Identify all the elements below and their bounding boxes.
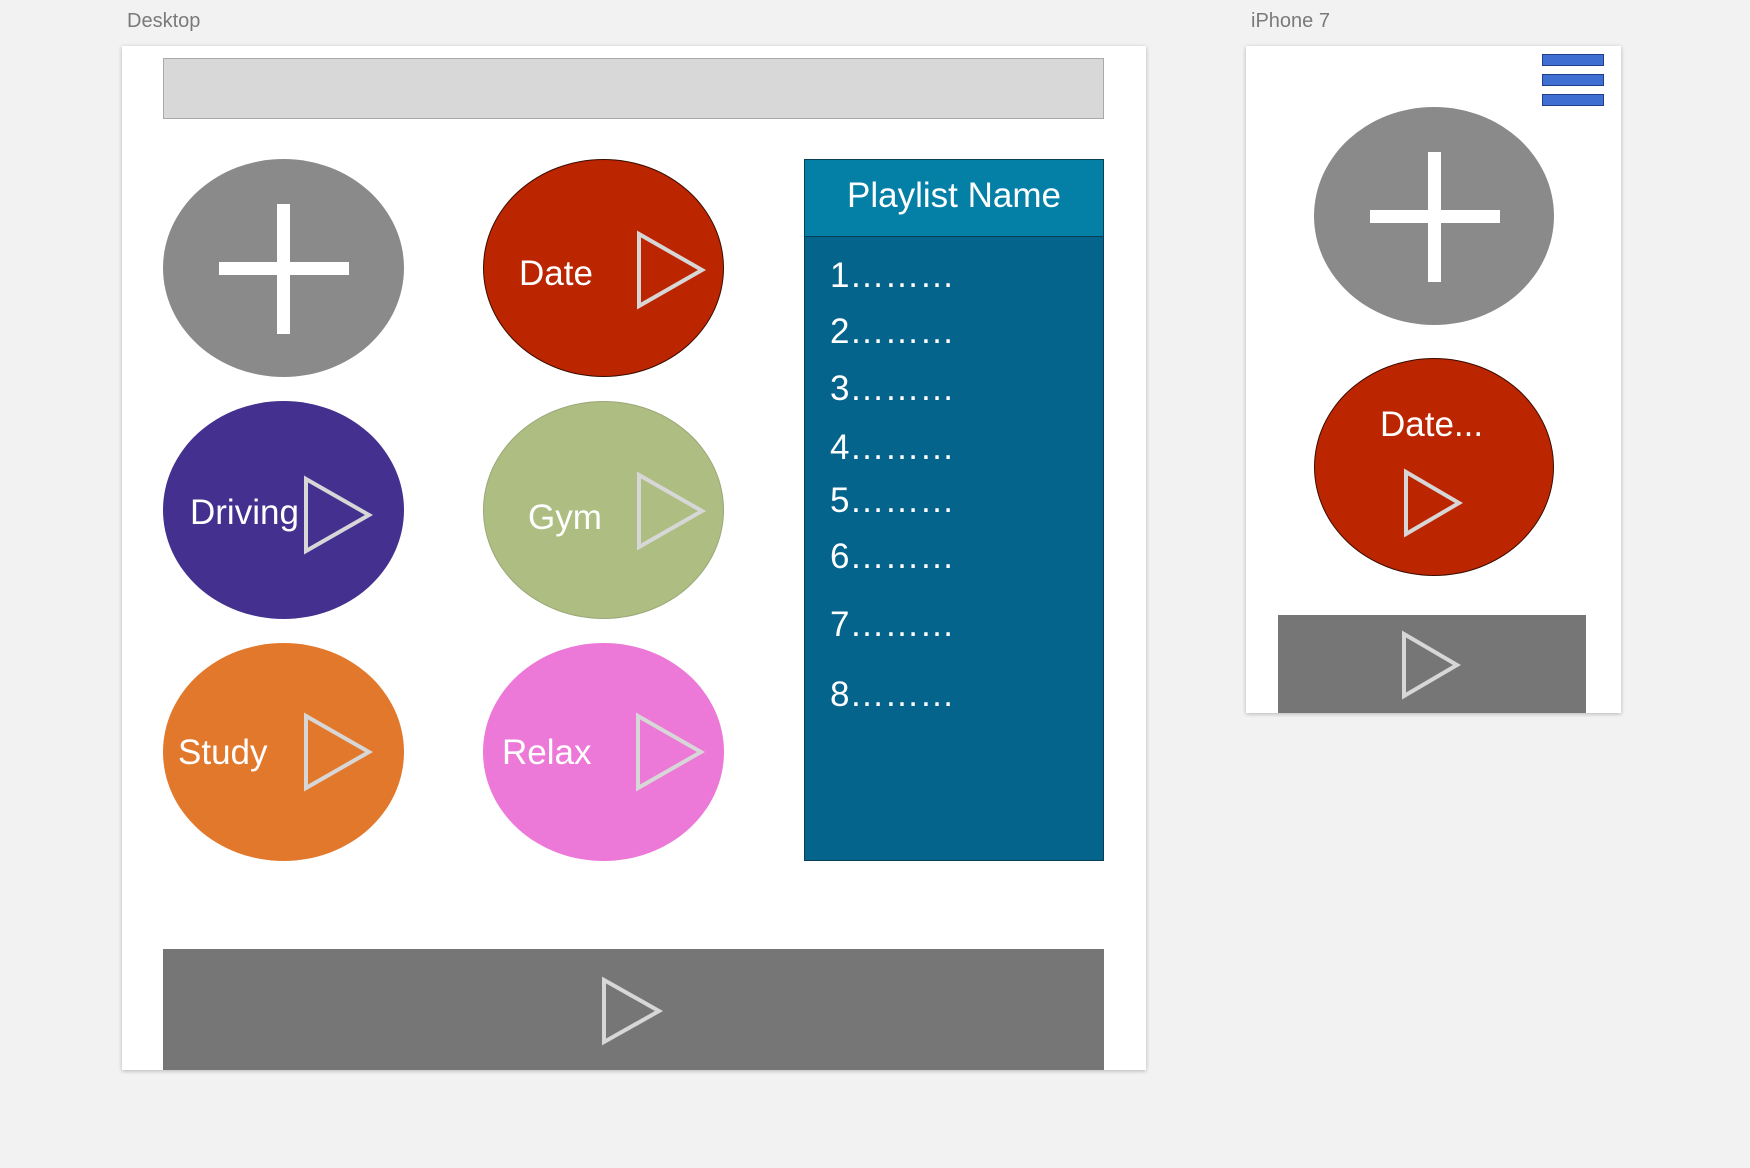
track-item[interactable]: 2………	[830, 312, 955, 351]
play-icon	[636, 712, 706, 792]
iphone-artboard: Date...	[1246, 46, 1621, 713]
playlist-driving-label: Driving	[190, 493, 299, 532]
play-icon[interactable]	[601, 976, 664, 1046]
playlist-gym-label: Gym	[528, 498, 602, 537]
play-icon	[637, 230, 707, 310]
desktop-artboard: Date Driving Gym Study Relax Playlist Na…	[122, 46, 1146, 1070]
track-item[interactable]: 5………	[830, 481, 955, 520]
track-item[interactable]: 8………	[830, 675, 955, 714]
desktop-artboard-label: Desktop	[127, 10, 201, 32]
playlist-date-label: Date...	[1380, 405, 1484, 444]
playlist-study-label: Study	[178, 733, 268, 772]
add-playlist-button[interactable]	[163, 159, 404, 377]
playlist-date-button[interactable]: Date	[483, 159, 724, 377]
search-bar[interactable]	[163, 58, 1104, 119]
track-item[interactable]: 1………	[830, 256, 955, 295]
playlist-date-button[interactable]: Date...	[1314, 358, 1554, 576]
playlist-study-button[interactable]: Study	[163, 643, 404, 861]
play-icon	[304, 475, 374, 555]
iphone-artboard-label: iPhone 7	[1251, 10, 1330, 32]
play-icon[interactable]	[1401, 630, 1461, 700]
playlist-name-header: Playlist Name	[805, 160, 1103, 237]
playlist-relax-button[interactable]: Relax	[483, 643, 724, 861]
play-icon	[304, 712, 374, 792]
hamburger-menu-icon[interactable]	[1542, 54, 1606, 108]
playlist-panel: Playlist Name 1……… 2……… 3……… 4……… 5……… 6…	[804, 159, 1104, 861]
playlist-driving-button[interactable]: Driving	[163, 401, 404, 619]
track-item[interactable]: 3………	[830, 369, 955, 408]
track-item[interactable]: 4………	[830, 428, 955, 467]
add-playlist-button[interactable]	[1314, 107, 1554, 325]
play-icon	[637, 471, 707, 551]
track-item[interactable]: 7………	[830, 605, 955, 644]
playlist-gym-button[interactable]: Gym	[483, 401, 724, 619]
playlist-date-label: Date	[519, 254, 593, 293]
playlist-relax-label: Relax	[502, 733, 592, 772]
player-bar	[163, 949, 1104, 1070]
player-bar	[1278, 615, 1586, 713]
play-icon	[1404, 468, 1463, 538]
track-item[interactable]: 6………	[830, 537, 955, 576]
